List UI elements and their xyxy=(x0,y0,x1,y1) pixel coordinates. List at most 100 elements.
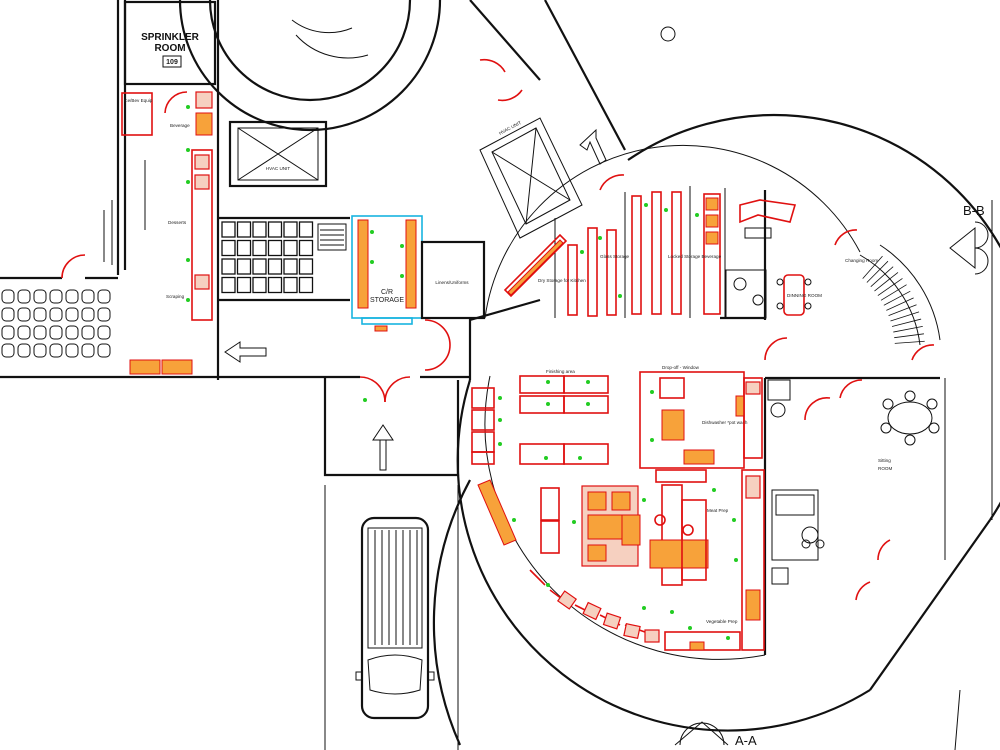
cooler-cell xyxy=(267,221,283,238)
sitting-room-label-2: ROOM xyxy=(878,466,892,471)
loading-bay xyxy=(323,377,460,750)
cr-storage: C/R STORAGE xyxy=(351,215,423,332)
seat xyxy=(1,289,15,304)
stair-tread xyxy=(886,297,914,311)
seat xyxy=(65,307,79,322)
dining-room: DINNING ROOM xyxy=(725,199,822,361)
seat xyxy=(97,343,111,358)
dishwasher-label: Dishwasher *pot wash xyxy=(702,420,748,425)
seat xyxy=(1,343,15,358)
vent-grille xyxy=(317,223,347,251)
entry-doors xyxy=(359,376,411,403)
section-marker-aa: A-A xyxy=(674,689,961,750)
delivery-van xyxy=(355,516,435,720)
seat xyxy=(97,325,111,340)
seat xyxy=(33,325,47,340)
beverage-label: Beverage xyxy=(170,123,190,128)
cooler-cell xyxy=(298,258,314,275)
stair-tread xyxy=(888,304,917,317)
seat xyxy=(49,325,63,340)
stair-tread xyxy=(866,260,889,283)
dry-storage-label: Dry Storage for Kitchen xyxy=(538,278,586,283)
scraping-label: Scraping xyxy=(166,294,185,299)
seat xyxy=(97,289,111,304)
storage-rooms: Dry Storage for Kitchen Glass Storage Lo… xyxy=(503,174,726,318)
seat xyxy=(81,307,95,322)
stair-tread xyxy=(890,311,920,322)
sprinkler-room-number: 109 xyxy=(166,59,178,66)
meat-prep-label: Meat Prep xyxy=(707,508,729,513)
changing-room: Changing Room xyxy=(834,229,941,361)
sprinkler-room: SPRINKLER ROOM 109 xyxy=(123,0,217,86)
sitting-room: Sitting ROOM xyxy=(767,379,940,601)
column-circle xyxy=(660,26,676,42)
seat xyxy=(1,307,15,322)
cooler-cell xyxy=(221,239,236,257)
stair-tread xyxy=(893,325,923,333)
section-bb-label: B-B xyxy=(963,203,985,218)
stair-tread xyxy=(883,290,911,306)
seat xyxy=(17,289,31,304)
sprinkler-room-label: ROOM xyxy=(154,43,185,54)
section-marker-bb: B-B xyxy=(949,200,993,520)
cooler-cell xyxy=(283,276,298,294)
ice-equip-label: Ice/Bev Equip xyxy=(124,98,153,103)
drop-off-label: Drop-off - Window xyxy=(662,365,700,370)
cooler-cell xyxy=(283,258,298,275)
cr-storage-label-1: C/R xyxy=(381,289,393,296)
hvac-unit: HVAC UNIT xyxy=(228,120,328,188)
seat xyxy=(81,343,95,358)
cooler-cell xyxy=(283,221,298,238)
dining-room-label: DINNING ROOM xyxy=(787,293,822,298)
seat xyxy=(49,289,63,304)
cooler-cell xyxy=(267,276,283,294)
diagonal-wing: HVAC UNIT xyxy=(469,0,626,239)
changing-room-label: Changing Room xyxy=(845,258,878,263)
cooler-cell xyxy=(267,239,283,257)
seat xyxy=(65,325,79,340)
cooler-grid xyxy=(221,221,314,294)
cooler-cell xyxy=(298,276,314,294)
cooler-cell xyxy=(267,258,283,275)
kitchen-stations: Finishing area Drop-off - Window Dishwas… xyxy=(471,365,765,651)
hvac-label: HVAC UNIT xyxy=(266,166,291,171)
seat xyxy=(17,325,31,340)
cooler-cell xyxy=(298,221,314,238)
desserts-label: Desserts xyxy=(168,220,187,225)
left-wing-equipment: Ice/Bev Equip Beverage Desserts Scraping xyxy=(61,91,213,375)
linens-label: Linens/Uniforms xyxy=(435,280,469,285)
left-wing-walls xyxy=(0,0,470,380)
arrow-left-icon xyxy=(224,341,267,363)
sitting-room-label-1: Sitting xyxy=(878,458,891,463)
seat xyxy=(49,343,63,358)
circular-kitchen xyxy=(432,113,1000,746)
vegetable-prep-label: Vegetable Prep xyxy=(706,619,738,624)
cooler-cell xyxy=(252,276,267,294)
seat xyxy=(33,289,47,304)
seat xyxy=(81,325,95,340)
stair-tread xyxy=(870,266,894,287)
cooler-cell xyxy=(236,276,252,294)
seating-rows xyxy=(1,289,111,358)
seat xyxy=(97,307,111,322)
stair-tread xyxy=(880,284,907,301)
arrow-up-icon xyxy=(372,424,394,441)
cooler-cell xyxy=(298,239,314,257)
finishing-area-label: Finishing area xyxy=(546,369,575,374)
stair-tread xyxy=(894,333,924,339)
cooler-cell xyxy=(252,258,267,275)
seat xyxy=(17,307,31,322)
cooler-cell xyxy=(252,221,267,238)
seat xyxy=(65,343,79,358)
cooler-cell xyxy=(221,276,236,294)
stair-tread xyxy=(894,340,925,344)
stair-tread xyxy=(874,272,899,292)
cooler-cell xyxy=(283,239,298,257)
seat xyxy=(1,325,15,340)
stair-tread xyxy=(877,278,903,296)
arrow-diag-icon xyxy=(579,128,607,165)
seat xyxy=(33,343,47,358)
sprinkler-room-name: SPRINKLER xyxy=(141,32,200,43)
linens-room: Linens/Uniforms xyxy=(420,240,486,371)
